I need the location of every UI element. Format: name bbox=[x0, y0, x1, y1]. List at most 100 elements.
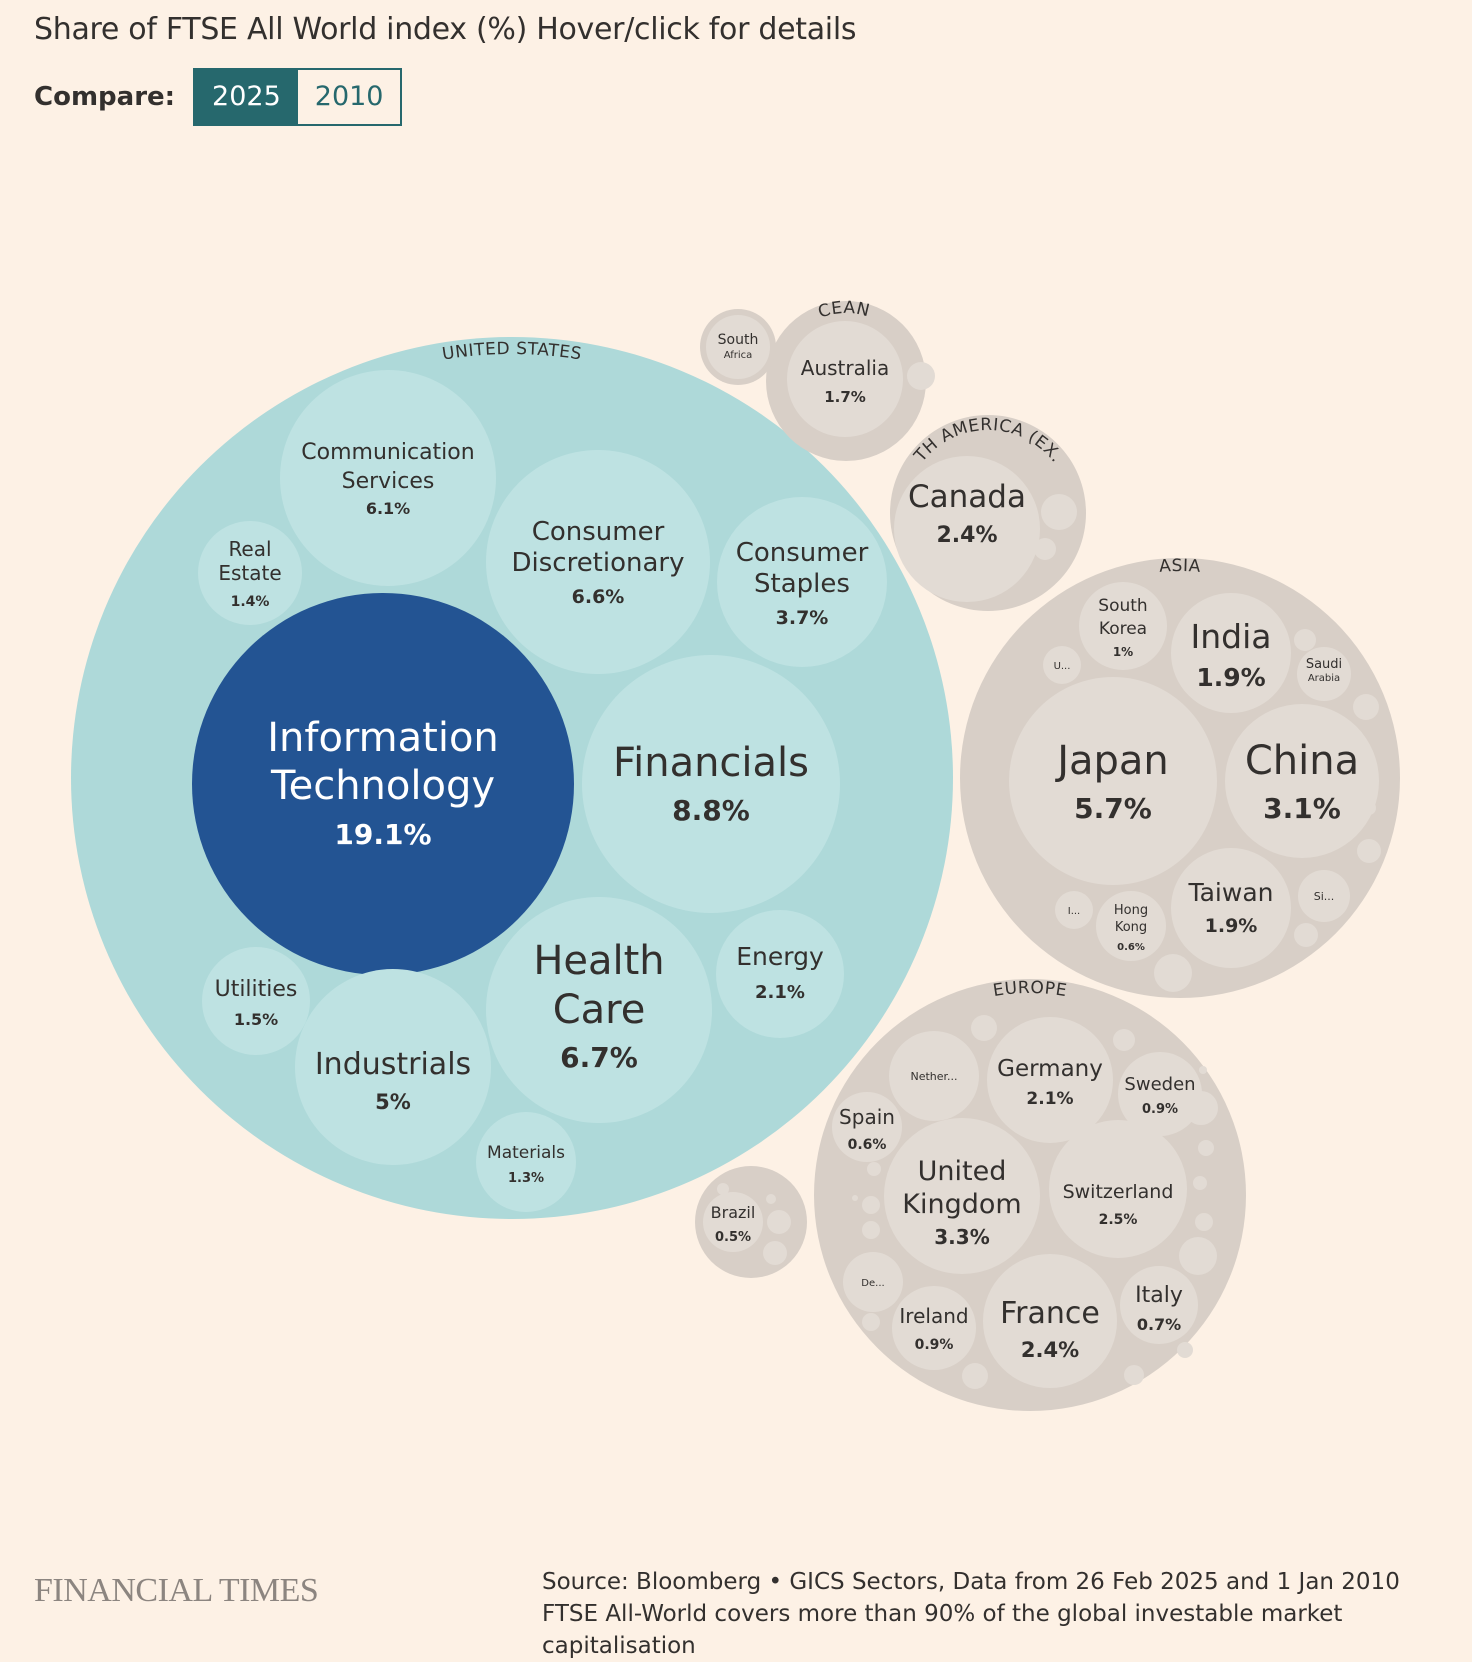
saudi-arabia-name-label: Saudi bbox=[1306, 657, 1342, 672]
communication-services-bubble[interactable] bbox=[280, 370, 496, 586]
consumer-discretionary-name-label: Consumer bbox=[532, 517, 665, 547]
si-name-label: Si... bbox=[1314, 890, 1335, 903]
italy-bubble[interactable] bbox=[1120, 1266, 1198, 1344]
hong-kong-bubble[interactable] bbox=[1096, 891, 1166, 961]
minor-bubble[interactable] bbox=[1198, 1140, 1214, 1156]
consumer-staples-value-label: 3.7% bbox=[776, 607, 829, 629]
minor-bubble[interactable] bbox=[862, 1196, 880, 1214]
year-2025-button[interactable]: 2025 bbox=[195, 70, 298, 124]
china-bubble[interactable] bbox=[1225, 704, 1379, 858]
consumer-staples-name-label: Consumer bbox=[736, 538, 869, 568]
italy-value-label: 0.7% bbox=[1137, 1315, 1181, 1334]
germany-value-label: 2.1% bbox=[1026, 1089, 1073, 1109]
utilities-bubble[interactable] bbox=[202, 947, 310, 1055]
real-estate-bubble[interactable] bbox=[198, 521, 302, 625]
nether-bubble[interactable] bbox=[889, 1031, 979, 1121]
de-name-label: De... bbox=[861, 1278, 884, 1289]
minor-bubble[interactable] bbox=[1294, 629, 1316, 651]
utilities-name-label: Utilities bbox=[215, 977, 298, 1002]
united-kingdom-bubble[interactable] bbox=[884, 1118, 1040, 1274]
u-bubble[interactable] bbox=[1043, 646, 1081, 684]
australia-value-label: 1.7% bbox=[824, 388, 866, 406]
minor-bubble[interactable] bbox=[717, 1183, 729, 1195]
united-kingdom-name-label: Kingdom bbox=[902, 1189, 1021, 1220]
italy-name-label: Italy bbox=[1135, 1283, 1183, 1308]
minor-bubble[interactable] bbox=[862, 1313, 880, 1331]
minor-bubble[interactable] bbox=[766, 1194, 776, 1204]
hong-kong-value-label: 0.6% bbox=[1117, 942, 1145, 953]
europe-group-label: EUROPE bbox=[992, 978, 1069, 1001]
hong-kong-name-label: Kong bbox=[1115, 920, 1147, 935]
south-korea-bubble[interactable] bbox=[1079, 582, 1167, 670]
spain-name-label: Spain bbox=[839, 1105, 895, 1129]
industrials-bubble[interactable] bbox=[295, 969, 491, 1165]
minor-bubble[interactable] bbox=[1193, 1176, 1207, 1190]
i-bubble[interactable] bbox=[1055, 891, 1093, 929]
minor-bubble[interactable] bbox=[767, 1210, 791, 1234]
ireland-bubble[interactable] bbox=[892, 1286, 976, 1370]
minor-bubble[interactable] bbox=[867, 1162, 881, 1176]
minor-bubble[interactable] bbox=[1199, 1066, 1207, 1074]
saudi-arabia-bubble[interactable] bbox=[1297, 647, 1351, 701]
real-estate-value-label: 1.4% bbox=[231, 594, 270, 610]
nether-name-label: Nether... bbox=[910, 1070, 957, 1083]
minor-bubble[interactable] bbox=[1177, 1342, 1193, 1358]
ireland-name-label: Ireland bbox=[899, 1304, 968, 1328]
china-name-label: China bbox=[1245, 738, 1359, 784]
consumer-discretionary-value-label: 6.6% bbox=[572, 586, 625, 608]
switzerland-value-label: 2.5% bbox=[1099, 1212, 1138, 1228]
brazil-bubble[interactable] bbox=[703, 1192, 763, 1252]
south-korea-name-label: Korea bbox=[1099, 619, 1147, 639]
minor-bubble[interactable] bbox=[1195, 1213, 1213, 1231]
minor-bubble[interactable] bbox=[862, 1221, 880, 1239]
germany-bubble[interactable] bbox=[987, 1017, 1113, 1143]
financials-bubble[interactable] bbox=[582, 655, 840, 913]
sweden-bubble[interactable] bbox=[1118, 1052, 1202, 1136]
minor-bubble[interactable] bbox=[1294, 923, 1318, 947]
minor-bubble[interactable] bbox=[1353, 694, 1379, 720]
south-africa-name-label: Africa bbox=[724, 350, 753, 361]
brazil-value-label: 0.5% bbox=[715, 1230, 751, 1245]
consumer-staples-bubble[interactable] bbox=[717, 497, 887, 667]
canada-bubble[interactable] bbox=[894, 456, 1040, 602]
information-technology-value-label: 19.1% bbox=[334, 818, 431, 851]
sweden-name-label: Sweden bbox=[1124, 1074, 1195, 1095]
minor-bubble[interactable] bbox=[1124, 1365, 1144, 1385]
i-name-label: I... bbox=[1068, 906, 1081, 917]
minor-bubble[interactable] bbox=[1357, 839, 1381, 863]
materials-bubble[interactable] bbox=[476, 1112, 576, 1212]
minor-bubble[interactable] bbox=[962, 1363, 988, 1389]
minor-bubble[interactable] bbox=[852, 1195, 858, 1201]
taiwan-bubble[interactable] bbox=[1171, 848, 1291, 968]
year-2010-button[interactable]: 2010 bbox=[297, 70, 401, 124]
minor-bubble[interactable] bbox=[763, 1241, 787, 1265]
switzerland-name-label: Switzerland bbox=[1063, 1181, 1174, 1203]
minor-bubble[interactable] bbox=[1034, 538, 1056, 560]
si-bubble[interactable] bbox=[1298, 870, 1350, 922]
health-care-bubble[interactable] bbox=[486, 897, 712, 1123]
australia-bubble[interactable] bbox=[787, 321, 903, 437]
minor-bubble[interactable] bbox=[1041, 494, 1077, 530]
real-estate-name-label: Estate bbox=[218, 561, 281, 585]
minor-bubble[interactable] bbox=[1179, 1237, 1217, 1275]
spain-bubble[interactable] bbox=[832, 1092, 902, 1162]
france-bubble[interactable] bbox=[983, 1254, 1117, 1388]
minor-bubble[interactable] bbox=[907, 362, 935, 390]
india-bubble[interactable] bbox=[1171, 593, 1291, 713]
consumer-discretionary-bubble[interactable] bbox=[486, 450, 710, 674]
energy-bubble[interactable] bbox=[716, 910, 844, 1038]
switzerland-bubble[interactable] bbox=[1049, 1120, 1187, 1258]
japan-bubble[interactable] bbox=[1009, 677, 1217, 885]
minor-bubble[interactable] bbox=[971, 1015, 997, 1041]
minor-bubble[interactable] bbox=[1113, 1029, 1135, 1051]
materials-name-label: Materials bbox=[487, 1143, 565, 1163]
south-africa-bubble[interactable] bbox=[706, 315, 770, 379]
communication-services-value-label: 6.1% bbox=[366, 499, 410, 518]
ft-logo: FINANCIAL TIMES bbox=[34, 1572, 319, 1609]
canada-name-label: Canada bbox=[908, 479, 1026, 515]
source-line-1: Source: Bloomberg • GICS Sectors, Data f… bbox=[542, 1569, 1400, 1595]
de-bubble[interactable] bbox=[843, 1252, 903, 1312]
consumer-staples-name-label: Staples bbox=[754, 569, 850, 599]
minor-bubble[interactable] bbox=[1154, 954, 1192, 992]
information-technology-bubble[interactable] bbox=[192, 593, 574, 975]
